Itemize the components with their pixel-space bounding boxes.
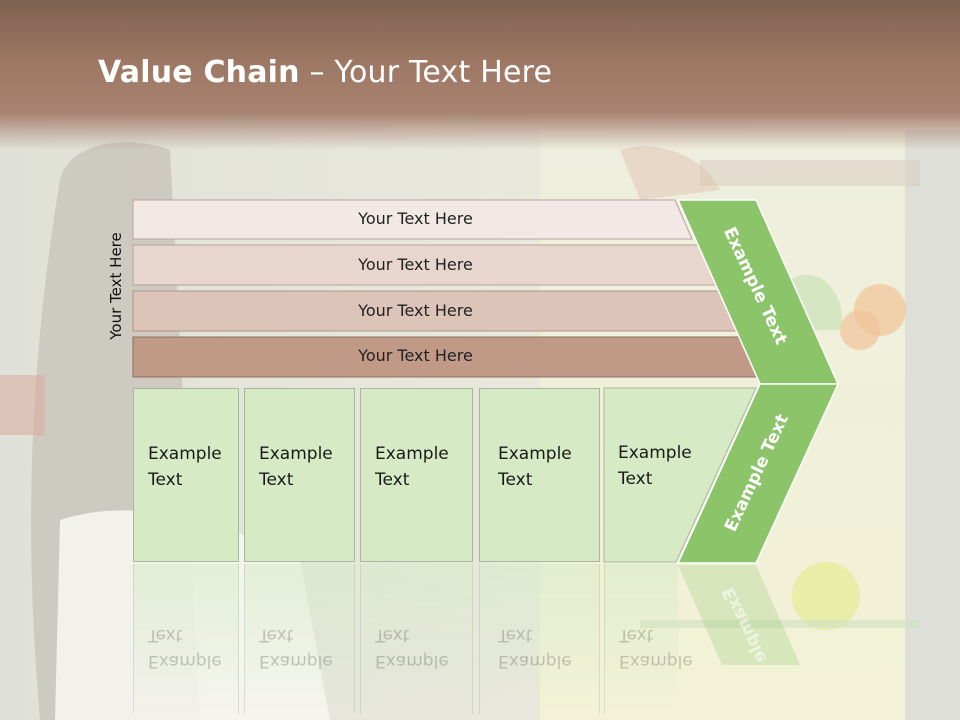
box-3-line1: Example	[375, 444, 449, 464]
title-separator: –	[299, 55, 335, 90]
box-5-reflection-line1: Example	[619, 651, 693, 671]
box-4-reflection: Example Text	[479, 564, 600, 714]
box-1-reflection-line1: Example	[148, 651, 222, 671]
bar-4-label: Your Text Here	[358, 346, 473, 365]
title-band	[0, 0, 960, 150]
box-5-reflection-line2: Text	[619, 625, 654, 645]
box-2-line2: Text	[259, 470, 294, 490]
box-2-reflection-line2: Text	[259, 625, 294, 645]
bar-3-label: Your Text Here	[358, 301, 473, 320]
box-5-line2: Text	[618, 469, 653, 489]
slide-title: Value Chain – Your Text Here	[98, 55, 552, 90]
box-4-reflection-line2: Text	[498, 625, 533, 645]
box-2-reflection: Example Text	[244, 564, 355, 714]
box-3-reflection-line2: Text	[375, 625, 410, 645]
box-4-line2: Text	[498, 470, 533, 490]
box-1-reflection: Example Text	[133, 564, 239, 714]
box-3-reflection-line1: Example	[375, 651, 449, 671]
box-1-line2: Text	[148, 470, 183, 490]
box-3-line2: Text	[375, 470, 410, 490]
title-bold: Value Chain	[98, 55, 300, 90]
title-rest: Your Text Here	[334, 55, 553, 90]
box-3-reflection: Example Text	[360, 564, 473, 714]
box-1-line1: Example	[148, 444, 222, 464]
box-1-reflection-line2: Text	[148, 625, 183, 645]
chevron-reflection	[678, 565, 800, 665]
box-2-reflection-line1: Example	[259, 651, 333, 671]
bar-2-label: Your Text Here	[358, 255, 473, 274]
box-5-line1: Example	[618, 443, 692, 463]
box-2-line1: Example	[259, 444, 333, 464]
box-4-line1: Example	[498, 444, 572, 464]
box-5-reflection: Example Text	[604, 564, 693, 714]
chevron-lower-shape	[676, 383, 840, 564]
bar-shape-1	[132, 199, 693, 240]
bar-1-label: Your Text Here	[358, 209, 473, 228]
box-4-reflection-line1: Example	[498, 651, 572, 671]
box-5-shape	[603, 387, 757, 563]
